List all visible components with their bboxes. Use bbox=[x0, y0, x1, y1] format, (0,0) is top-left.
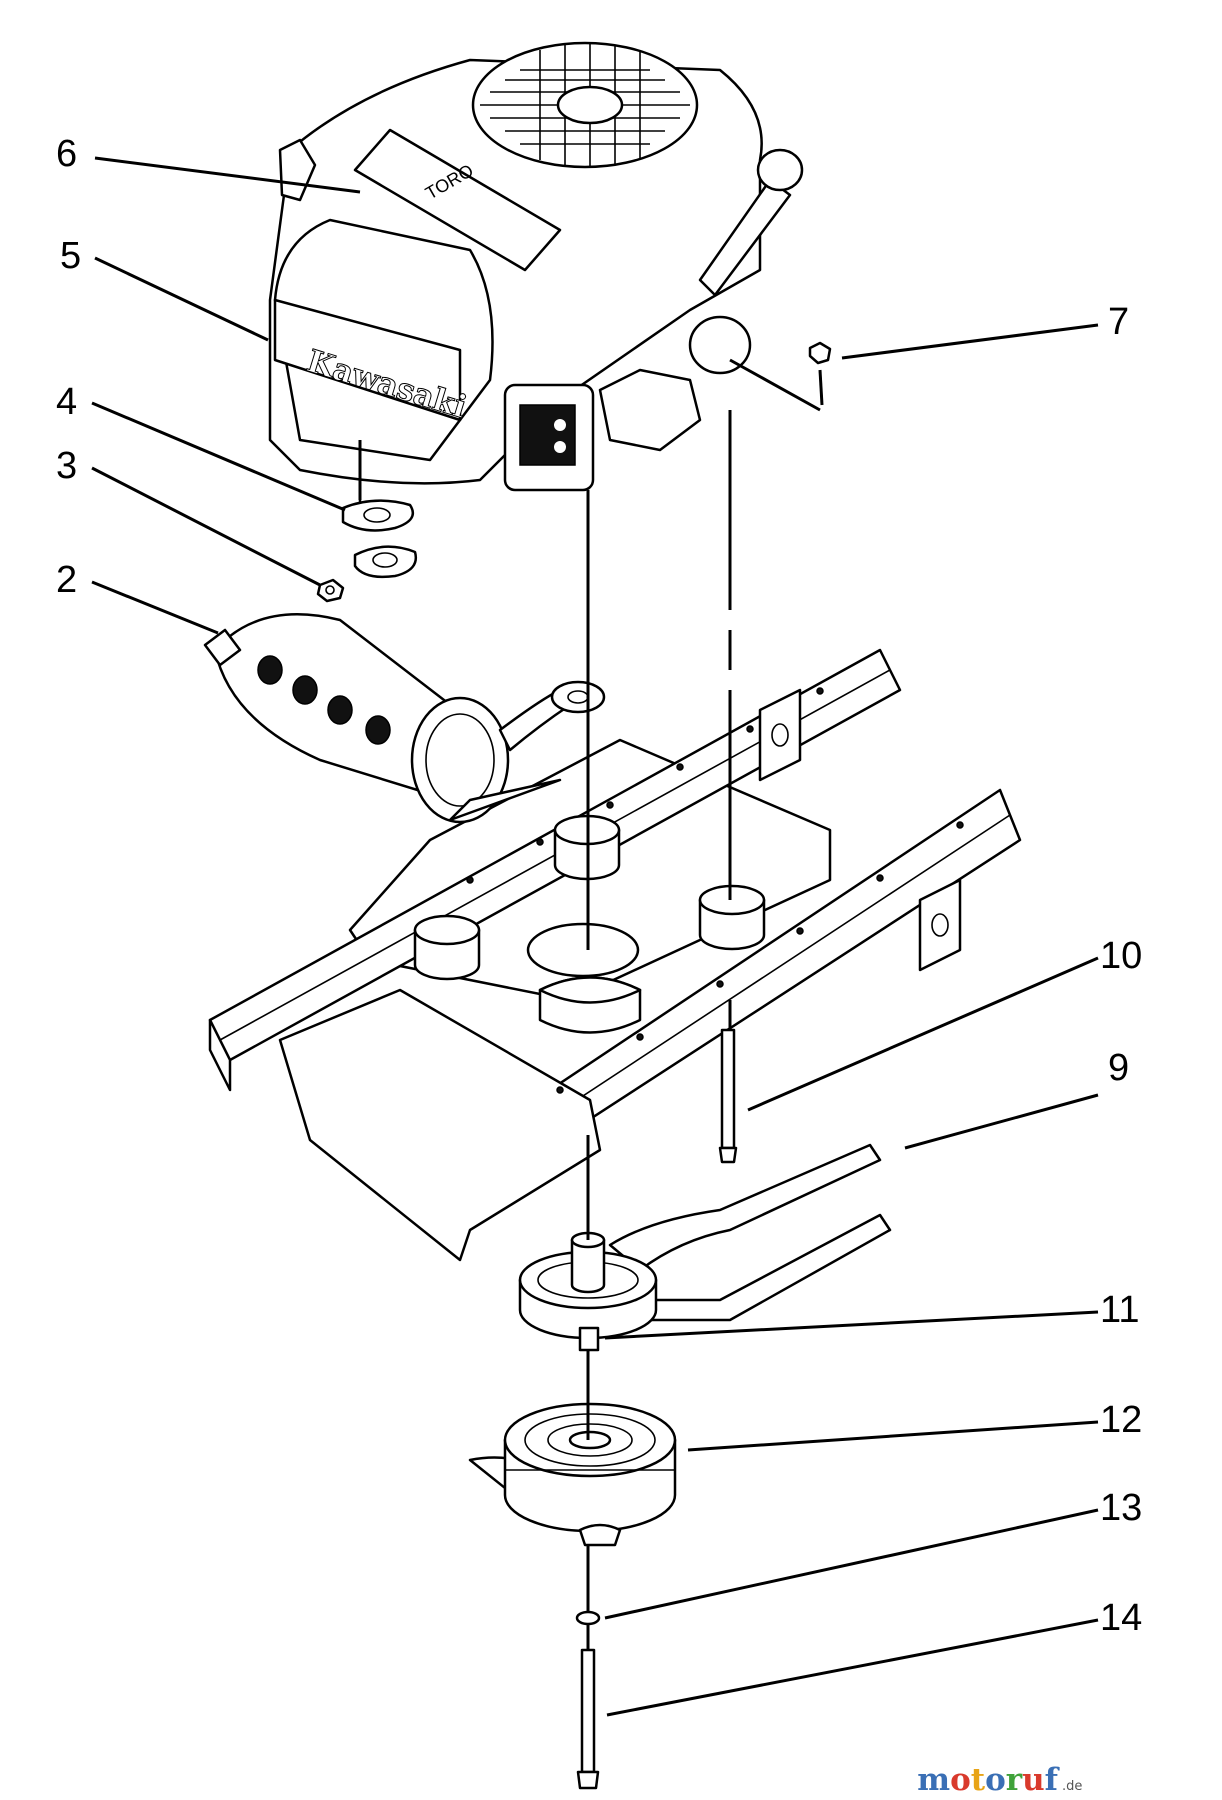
callout-5: 5 bbox=[60, 235, 81, 277]
callout-12: 12 bbox=[1100, 1399, 1142, 1441]
leader-9 bbox=[904, 1093, 1099, 1150]
callout-9: 9 bbox=[1108, 1047, 1129, 1089]
leader-5 bbox=[94, 256, 269, 342]
leader-4 bbox=[91, 401, 346, 512]
crankshaft-key bbox=[578, 1326, 600, 1352]
watermark-suffix: .de bbox=[1062, 1779, 1082, 1794]
frame-assembly bbox=[208, 648, 1022, 1262]
watermark-letter-3: t bbox=[971, 1762, 986, 1798]
watermark-letter-1: m bbox=[917, 1762, 950, 1798]
clutch-bolt bbox=[576, 1648, 600, 1790]
leader-13 bbox=[604, 1508, 1099, 1620]
crankshaft-opening bbox=[526, 922, 640, 978]
callout-2: 2 bbox=[56, 559, 77, 601]
leader-2 bbox=[91, 580, 219, 635]
callout-numbers: 6 5 4 3 2 7 10 9 11 12 13 14 bbox=[56, 133, 1142, 1639]
engine-pulley bbox=[518, 1231, 658, 1340]
watermark-letter-5: r bbox=[1006, 1762, 1023, 1798]
callout-4: 4 bbox=[56, 381, 77, 423]
engine: TORO Kawasaki bbox=[268, 41, 804, 492]
callout-6: 6 bbox=[56, 133, 77, 175]
callout-7: 7 bbox=[1108, 301, 1129, 343]
engine-mount-center bbox=[538, 976, 642, 1034]
watermark-logo: motoruf .de bbox=[917, 1762, 1082, 1798]
watermark-letter-2: o bbox=[950, 1762, 971, 1798]
callout-14: 14 bbox=[1100, 1597, 1142, 1639]
electric-clutch bbox=[468, 1402, 677, 1547]
exhaust-nut bbox=[316, 578, 345, 603]
leader-12 bbox=[687, 1420, 1099, 1452]
callout-3: 3 bbox=[56, 445, 77, 487]
callout-11: 11 bbox=[1100, 1289, 1139, 1331]
clutch-washer bbox=[575, 1610, 601, 1626]
leader-3 bbox=[91, 466, 321, 587]
leader-14 bbox=[606, 1618, 1099, 1717]
exhaust-gasket bbox=[341, 499, 415, 532]
leader-6 bbox=[94, 156, 361, 194]
svg-text:motoruf: motoruf bbox=[917, 1762, 1059, 1798]
assembly-centerlines bbox=[358, 410, 732, 1650]
watermark-letter-7: f bbox=[1045, 1762, 1060, 1798]
engine-mount-nut bbox=[729, 341, 832, 412]
leader-10 bbox=[747, 956, 1099, 1112]
engine-mount-right bbox=[698, 884, 766, 951]
leader-11 bbox=[604, 1310, 1099, 1340]
callout-13: 13 bbox=[1100, 1487, 1142, 1529]
leader-lines bbox=[91, 156, 1099, 1717]
mount-bolt bbox=[718, 1028, 738, 1164]
engine-mount-front-left bbox=[413, 914, 481, 981]
callout-10: 10 bbox=[1100, 935, 1142, 977]
leader-7 bbox=[841, 323, 1099, 360]
watermark-letter-4: o bbox=[985, 1762, 1006, 1798]
watermark-letter-6: u bbox=[1022, 1762, 1045, 1798]
exhaust-flange bbox=[353, 545, 418, 579]
